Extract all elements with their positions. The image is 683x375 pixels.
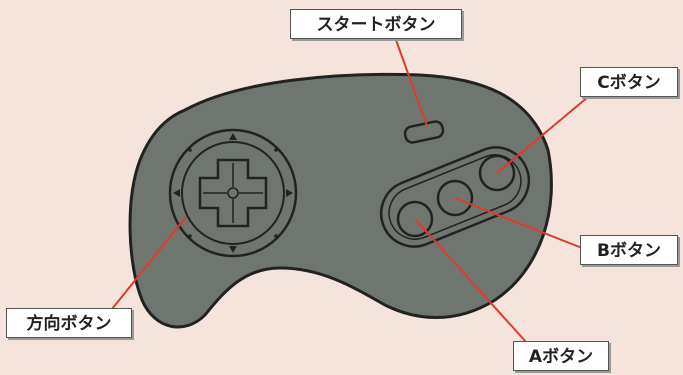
leader-c [496,96,589,174]
ring-dot [188,234,192,238]
action-button-housing-inner [388,154,522,240]
arrow-left-icon [173,189,180,197]
arrow-down-icon [229,246,237,253]
leader-direction [111,216,187,310]
a-button-label: Aボタン [513,341,609,371]
start-button [403,120,445,144]
start-button-label: スタートボタン [290,9,462,39]
direction-button-label: 方向ボタン [6,308,132,338]
dpad-center [227,187,239,199]
ring-dot [274,148,278,152]
arrow-right-icon [286,189,293,197]
leader-start [395,39,428,127]
leader-a [414,218,528,344]
arrow-up-icon [229,133,237,140]
ring-dot [188,148,192,152]
leader-b [454,197,583,249]
b-button-label: Bボタン [580,235,678,265]
c-button-label: Cボタン [580,67,678,97]
ring-dot [274,234,278,238]
